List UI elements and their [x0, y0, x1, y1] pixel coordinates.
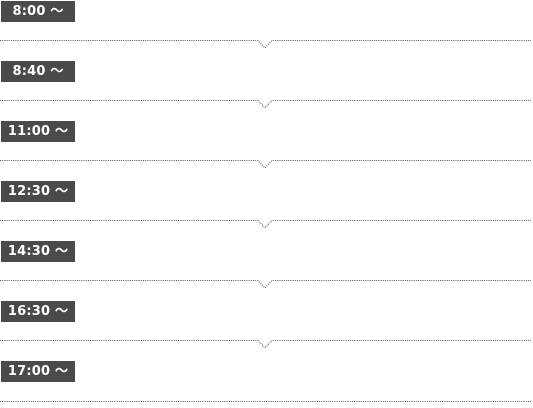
time-badge-1700: 17:00 〜 — [1, 361, 75, 382]
divider-arrow-4 — [0, 220, 531, 229]
divider-arrow-3 — [0, 160, 531, 169]
time-badge-1630: 16:30 〜 — [1, 301, 75, 322]
divider-arrow-5 — [0, 280, 531, 289]
time-badge-1100: 11:00 〜 — [1, 121, 75, 142]
time-badge-0840: 8:40 〜 — [1, 61, 75, 82]
divider-final — [0, 401, 531, 402]
time-badge-1430: 14:30 〜 — [1, 241, 75, 262]
divider-arrow-2 — [0, 100, 531, 109]
divider-arrow-6 — [0, 340, 531, 349]
time-badge-0800: 8:00 〜 — [1, 1, 75, 22]
time-badge-1230: 12:30 〜 — [1, 181, 75, 202]
divider-arrow-1 — [0, 40, 531, 49]
